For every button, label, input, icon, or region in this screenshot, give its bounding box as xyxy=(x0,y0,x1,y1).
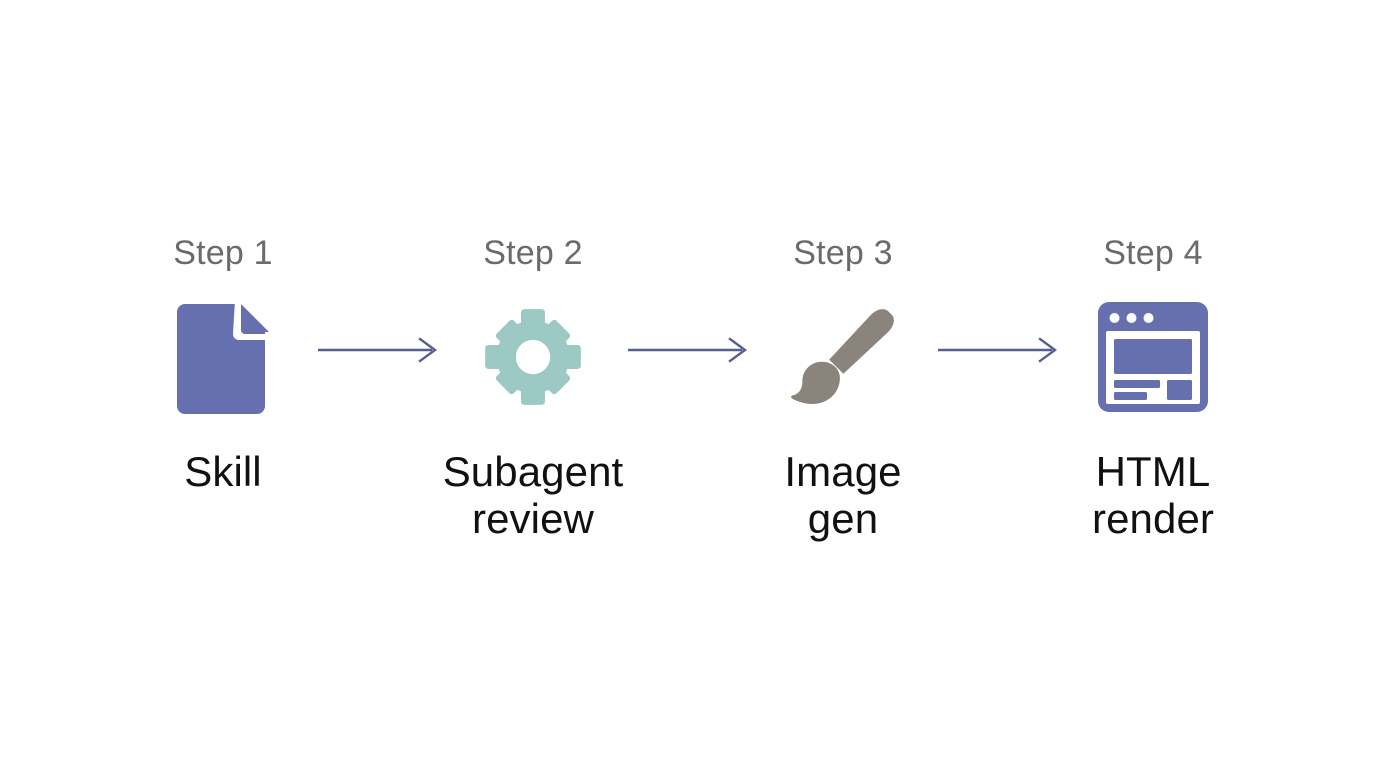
step-2-label: Step 2 xyxy=(483,234,583,272)
document-icon xyxy=(177,300,271,414)
step-3-label: Step 3 xyxy=(793,234,893,272)
step-1: Step 1 Skill xyxy=(133,0,313,495)
connector-2 xyxy=(623,0,753,364)
step-3-title: Image gen xyxy=(784,448,902,543)
step-2: Step 2 Subag xyxy=(442,0,624,543)
step-4: Step 4 HTML render xyxy=(1063,0,1243,543)
connector-3 xyxy=(933,0,1063,364)
paintbrush-icon xyxy=(791,309,894,404)
step-1-label: Step 1 xyxy=(173,234,273,272)
step-4-title: HTML render xyxy=(1091,448,1214,543)
step-4-label: Step 4 xyxy=(1103,234,1203,272)
step-2-title: Subagent review xyxy=(442,448,624,543)
arrow-right-icon xyxy=(628,337,748,363)
step-1-icon-container xyxy=(163,298,283,416)
step-3-icon-container xyxy=(783,298,903,416)
arrow-right-icon xyxy=(318,337,438,363)
gear-icon xyxy=(485,309,581,405)
step-3: Step 3 Image gen xyxy=(753,0,933,543)
connector-1 xyxy=(313,0,443,364)
arrow-right-icon xyxy=(938,337,1058,363)
step-4-icon-container xyxy=(1093,298,1213,416)
step-1-title: Skill xyxy=(184,448,262,495)
browser-window-icon xyxy=(1098,302,1208,412)
step-2-icon-container xyxy=(473,298,593,416)
